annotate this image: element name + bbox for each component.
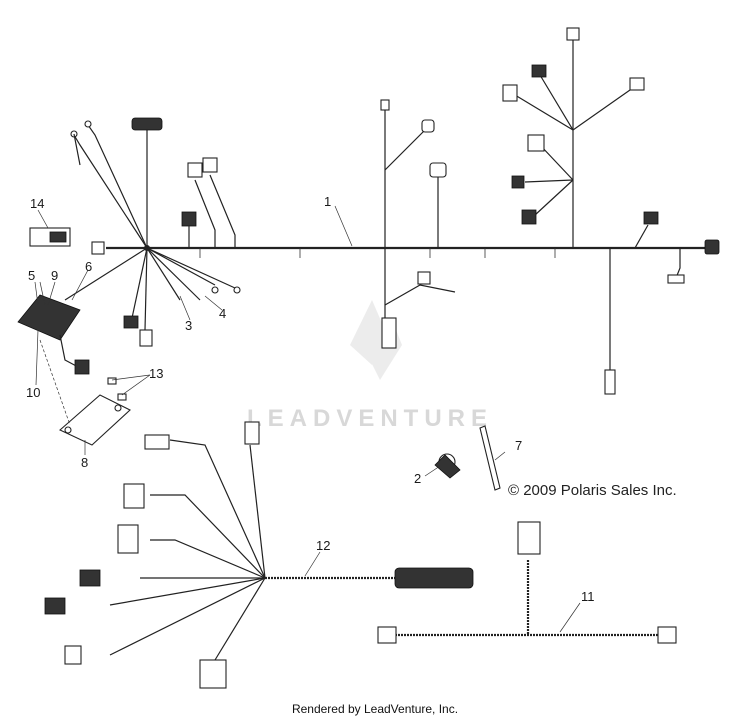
- callout-7: 7: [515, 438, 522, 453]
- sub-harness-12: [44, 421, 474, 689]
- callout-12: 12: [316, 538, 330, 553]
- callout-9: 9: [51, 268, 58, 283]
- callout-3: 3: [185, 318, 192, 333]
- main-harness: [64, 27, 720, 395]
- callout-2: 2: [414, 471, 421, 486]
- wire-clip: [434, 453, 461, 479]
- callout-11: 11: [581, 589, 595, 604]
- callout-14: 14: [30, 196, 44, 211]
- callout-1: 1: [324, 194, 331, 209]
- callout-10: 10: [26, 385, 40, 400]
- mounting-plate: [59, 394, 131, 446]
- copyright-notice: © 2009 Polaris Sales Inc.: [508, 482, 677, 499]
- callout-5: 5: [28, 268, 35, 283]
- callout-4: 4: [219, 306, 226, 321]
- sub-harness-11: [377, 521, 677, 644]
- callout-6: 6: [85, 259, 92, 274]
- control-module-assembly: [17, 227, 131, 446]
- rendered-by-footer: Rendered by LeadVenture, Inc.: [291, 702, 459, 716]
- callout-labels: 1 2 3 4 5 6 7 8 9 10 11 12 13 14: [26, 194, 595, 604]
- cable-tie: [479, 425, 501, 491]
- watermark-text: LEADVENTURE: [247, 405, 494, 432]
- callout-13: 13: [149, 366, 163, 381]
- callout-leaders: [34, 205, 581, 633]
- callout-8: 8: [81, 455, 88, 470]
